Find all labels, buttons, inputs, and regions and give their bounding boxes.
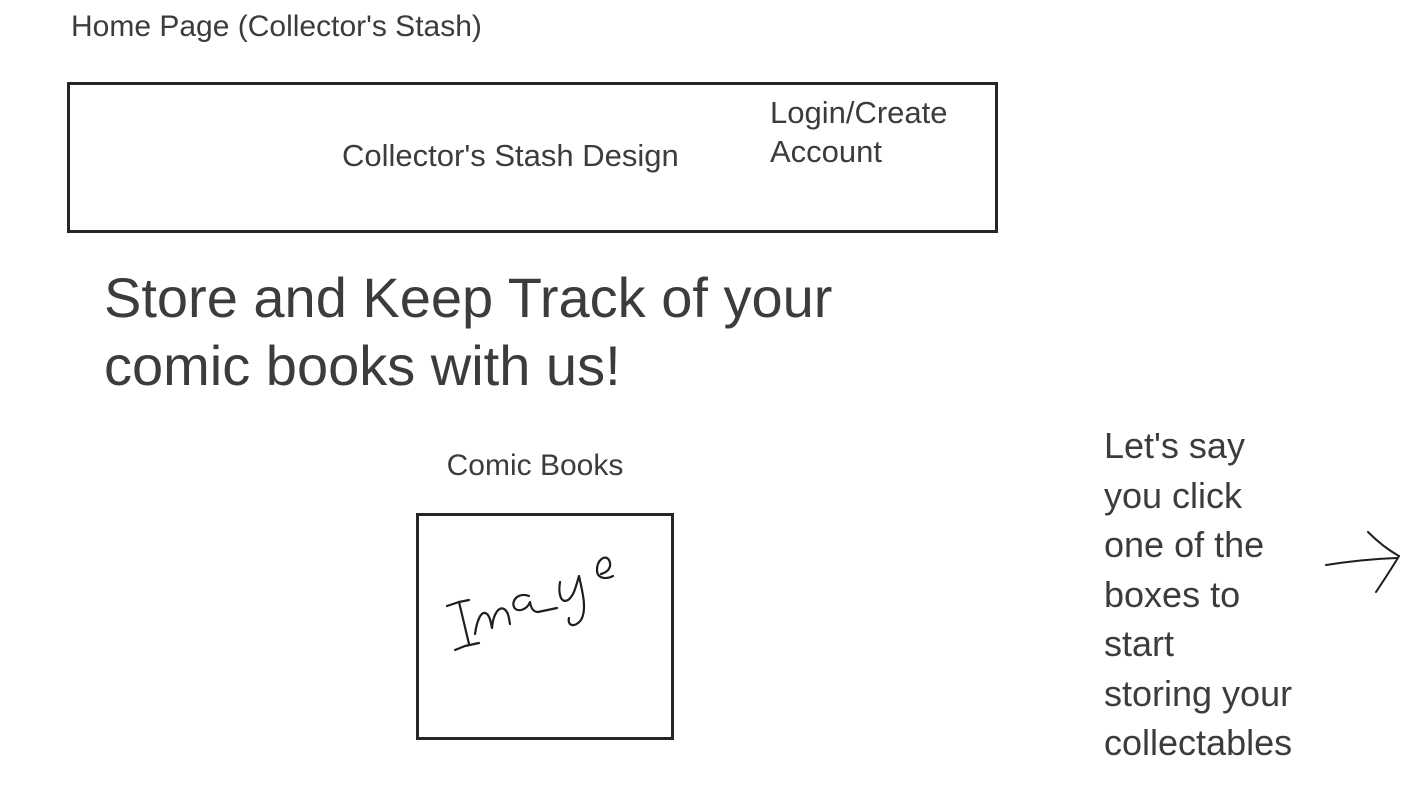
annotation-line: boxes to [1104, 573, 1241, 615]
hero-heading-line-1: Store and Keep Track of your [104, 266, 833, 329]
annotation-line: storing your [1104, 672, 1293, 714]
login-create-account-link[interactable]: Login/Create Account [770, 93, 990, 171]
annotation-line: one of the [1104, 524, 1265, 565]
login-link-line-1: Login/Create [770, 95, 948, 130]
annotation-note: Let's say you click one of the boxes to … [1104, 421, 1344, 768]
hero-heading-line-2: comic books with us! [104, 334, 621, 397]
hero-heading: Store and Keep Track of your comic books… [104, 264, 1004, 400]
arrow-right-icon [1325, 531, 1400, 593]
category-card-comic-books[interactable] [416, 513, 674, 740]
page-title: Home Page (Collector's Stash) [71, 10, 482, 43]
annotation-line: you click [1104, 474, 1243, 516]
annotation-line: Let's say [1104, 425, 1245, 466]
category-label-comic-books: Comic Books [446, 449, 624, 482]
site-header: Collector's Stash Design Login/Create Ac… [67, 82, 998, 233]
site-brand[interactable]: Collector's Stash Design [342, 138, 679, 173]
login-link-line-2: Account [770, 134, 883, 169]
annotation-line: start [1104, 623, 1175, 664]
annotation-line: collectables [1104, 722, 1293, 763]
image-placeholder [445, 556, 615, 652]
